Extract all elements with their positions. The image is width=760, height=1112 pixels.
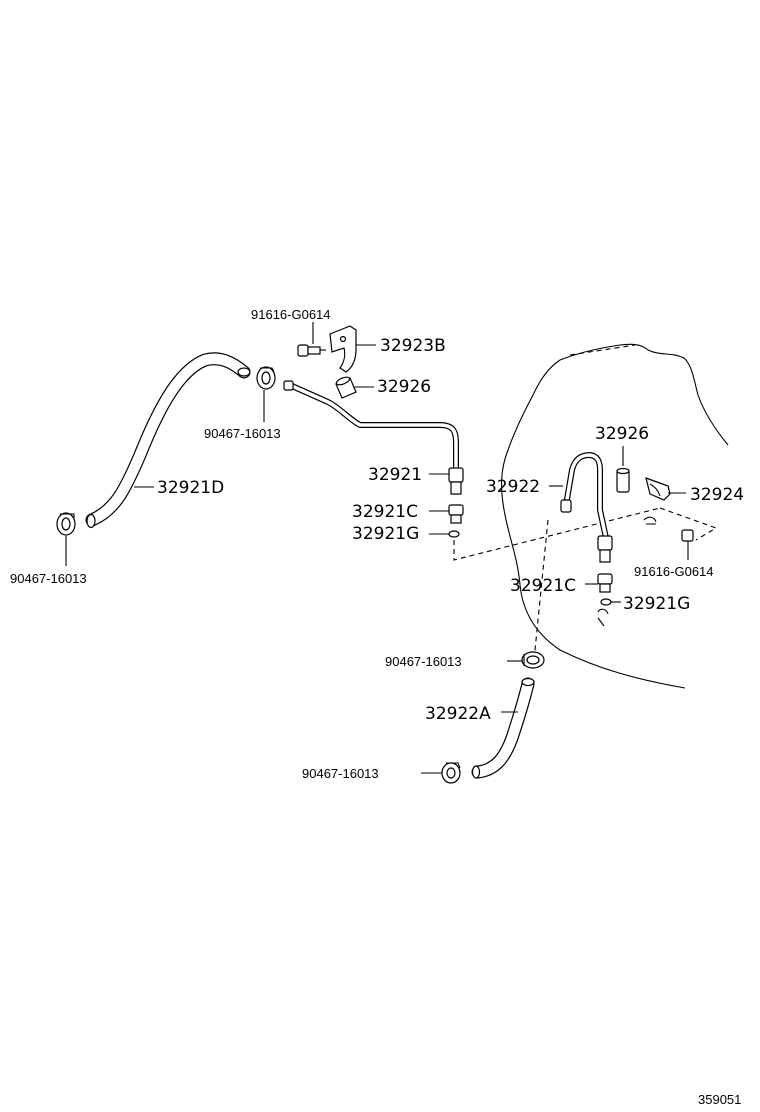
plug-32921c-right — [597, 573, 613, 593]
dashed-leader-right — [659, 507, 718, 541]
label-sleeve-32926-top: 32926 — [377, 377, 431, 397]
label-hose-32922a: 32922A — [425, 704, 491, 724]
label-clamp-left: 90467-16013 — [10, 571, 87, 586]
leader-lines — [65, 322, 686, 774]
tube-32921 — [283, 380, 464, 495]
label-bolt-right: 91616-G0614 — [634, 564, 714, 579]
clamp-upper — [256, 366, 276, 390]
label-plug-32921c-left: 32921C — [352, 502, 418, 522]
label-tube-32921: 32921 — [368, 465, 422, 485]
plug-32921c-left — [448, 504, 464, 524]
dashed-leader-down — [533, 519, 549, 661]
sleeve-32926-right — [616, 467, 630, 493]
hose-32921d — [85, 352, 251, 529]
clip-mark-lower — [597, 608, 609, 627]
clamp-mid — [521, 651, 545, 669]
label-clamp-bottom: 90467-16013 — [302, 766, 379, 781]
label-clamp-mid: 90467-16013 — [385, 654, 462, 669]
label-o-ring-32921g-right: 32921G — [623, 594, 690, 614]
housing-dash — [569, 344, 636, 356]
label-clamp-upper: 90467-16013 — [204, 426, 281, 441]
o-ring-32921g-left — [448, 530, 460, 538]
label-plug-32921c-right: 32921C — [510, 576, 576, 596]
clip-mark-right — [643, 516, 657, 525]
bracket-32923b — [329, 325, 357, 373]
label-tube-32922: 32922 — [486, 477, 540, 497]
bracket-32924 — [645, 477, 671, 501]
housing-outline — [501, 343, 729, 689]
label-o-ring-32921g-left: 32921G — [352, 524, 419, 544]
bolt-top — [297, 344, 326, 357]
bolt-right — [681, 529, 694, 560]
sleeve-32926-top — [335, 376, 357, 399]
label-bracket-32924: 32924 — [690, 485, 744, 505]
diagram-reference-number: 359051 — [698, 1092, 741, 1107]
clamp-left — [56, 512, 76, 536]
label-hose-32921d: 32921D — [157, 478, 224, 498]
o-ring-32921g-right — [600, 598, 612, 606]
label-bolt-top: 91616-G0614 — [251, 307, 331, 322]
label-bracket-32923b: 32923B — [380, 336, 446, 356]
dashed-leader-left — [453, 507, 661, 561]
tube-32922 — [560, 452, 613, 563]
hose-32922a — [471, 677, 535, 779]
label-sleeve-32926-right: 32926 — [595, 424, 649, 444]
clamp-bottom — [441, 762, 461, 784]
